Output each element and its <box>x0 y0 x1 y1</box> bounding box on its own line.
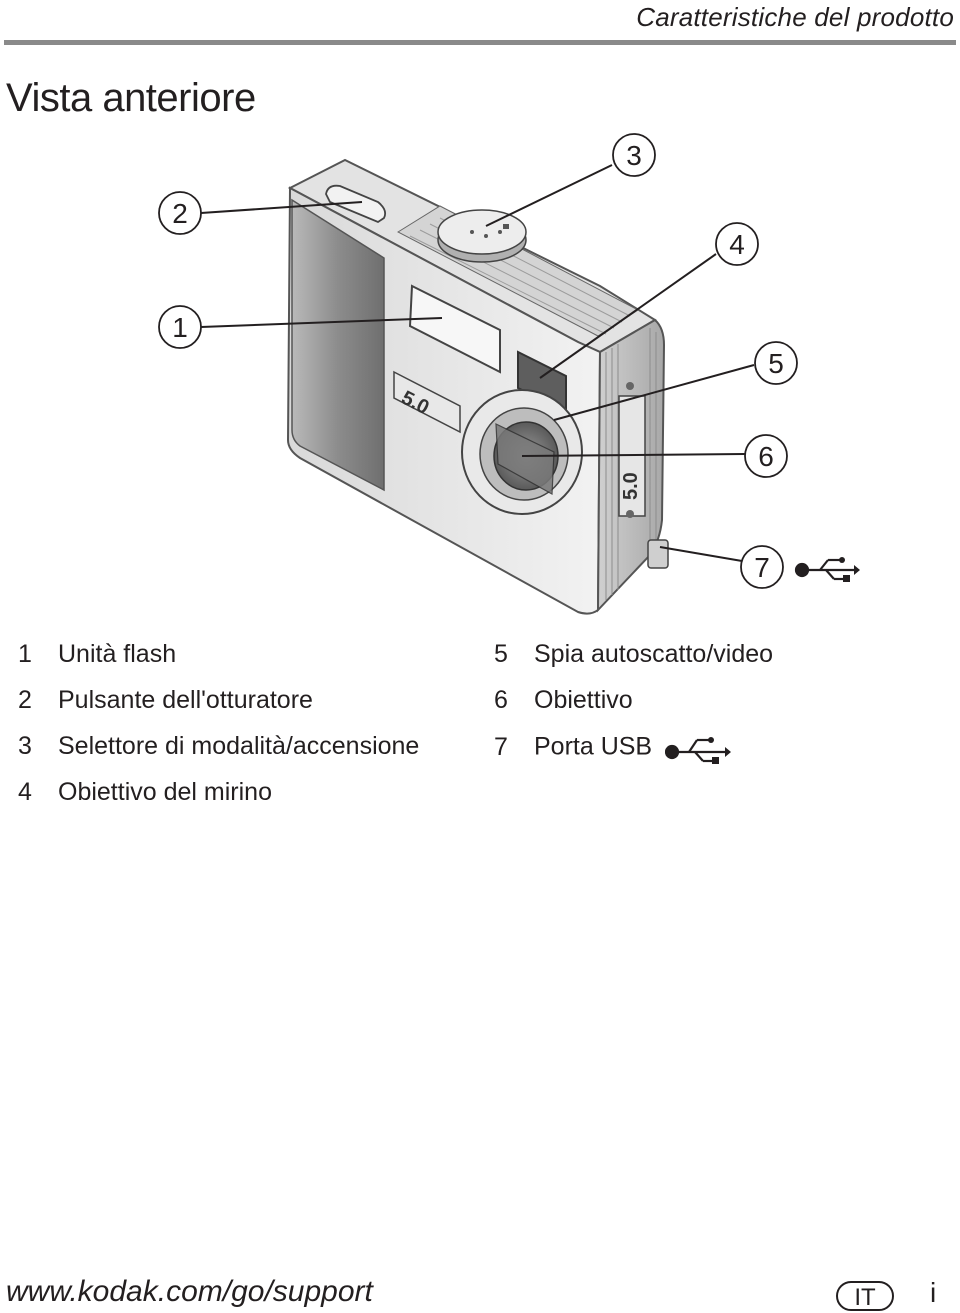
leader-line-5 <box>553 364 755 421</box>
leader-line-4 <box>539 253 717 379</box>
shutter-button <box>325 184 387 224</box>
legend-item: 6 Obiettivo <box>494 686 633 715</box>
callout-5: 5 <box>768 348 784 379</box>
camera-grip <box>291 198 385 492</box>
camera-illustration: 5.0 5.0 <box>158 133 860 615</box>
callout-6: 6 <box>758 441 774 472</box>
legend-num: 3 <box>18 732 32 760</box>
legend-label: Porta USB <box>534 732 653 761</box>
legend-num: 1 <box>18 640 32 668</box>
leader-line-3 <box>485 164 613 227</box>
support-url[interactable]: www.kodak.com/go/support <box>6 1275 373 1308</box>
page-title: Vista anteriore <box>6 76 256 120</box>
language-badge: IT <box>836 1281 894 1311</box>
callout-2: 2 <box>172 198 188 229</box>
usb-icon <box>665 737 732 764</box>
legend-label: Obiettivo del mirino <box>58 778 272 806</box>
legend-num: 6 <box>494 686 508 714</box>
legend-label: Pulsante dell'otturatore <box>58 686 313 714</box>
legend-label: Spia autoscatto/video <box>534 640 774 668</box>
side-badge-value: 5.0 <box>620 472 642 500</box>
lens <box>461 389 583 515</box>
legend-item: 4 Obiettivo del mirino <box>18 778 272 807</box>
callout-7: 7 <box>754 552 770 583</box>
callout-1: 1 <box>172 312 188 343</box>
legend-item: 3 Selettore di modalità/accensione <box>18 732 419 761</box>
legend-item: 1 Unità flash <box>18 640 176 669</box>
legend-item: 7 Porta USB <box>494 732 735 764</box>
header-rule <box>4 40 956 45</box>
legend-label: Unità flash <box>58 640 177 668</box>
legend-num: 7 <box>494 732 508 761</box>
legend-num: 2 <box>18 686 32 714</box>
leader-line-1 <box>200 317 443 328</box>
flash-window <box>408 284 501 374</box>
legend-item: 2 Pulsante dell'otturatore <box>18 686 313 715</box>
legend-label: Selettore di modalità/accensione <box>58 732 420 760</box>
legend-num: 5 <box>494 640 508 668</box>
legend-num: 4 <box>18 778 32 806</box>
legend-label: Obiettivo <box>534 686 633 714</box>
page-number: i <box>930 1277 937 1308</box>
front-badge <box>393 370 461 434</box>
leader-line-2 <box>200 201 363 214</box>
leader-line-7 <box>659 546 743 562</box>
section-title: Caratteristiche del prodotto <box>636 2 954 32</box>
usb-icon <box>794 557 860 582</box>
mode-dial <box>437 209 527 263</box>
usb-port <box>647 539 669 569</box>
callout-3: 3 <box>626 140 642 171</box>
legend-item: 5 Spia autoscatto/video <box>494 640 773 669</box>
leader-line-6 <box>521 453 746 457</box>
callout-4: 4 <box>729 229 745 260</box>
